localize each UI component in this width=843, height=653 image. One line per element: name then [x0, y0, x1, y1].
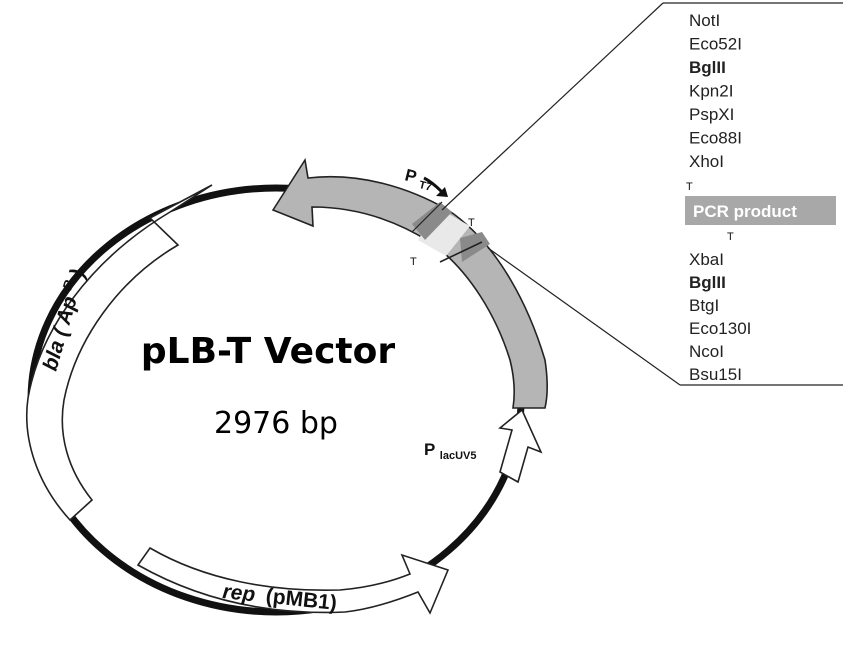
restriction-site-ncoi: NcoI — [689, 342, 724, 361]
t7-promoter-arrow-icon — [423, 176, 444, 194]
upstream-site-list: NotI Eco52I BglII Kpn2I PspXI Eco88I XhoI — [689, 11, 742, 171]
restriction-site-btgi: BtgI — [689, 296, 719, 315]
restriction-site-eco52i: Eco52I — [689, 35, 742, 54]
bla-gene-arrow — [26, 184, 213, 522]
t-overhang-left: T — [410, 256, 417, 268]
lac-promoter-label: P lacUV5 — [424, 440, 476, 462]
t-overhang-right: T — [468, 217, 475, 229]
t7-promoter-arrowhead-icon — [436, 187, 448, 197]
t7-promoter-sub: T7 — [418, 179, 433, 194]
t7-promoter-main: P — [403, 165, 418, 186]
restriction-site-eco130i: Eco130I — [689, 319, 751, 338]
lac-promoter-main: P — [424, 440, 435, 459]
lac-promoter-sub: lacUV5 — [440, 450, 477, 462]
lacuv5-promoter-arrow — [498, 408, 543, 484]
pcr-product-label: PCR product — [693, 202, 797, 221]
restriction-site-bsu15i: Bsu15I — [689, 365, 742, 384]
t7-promoter-label: P T7 — [402, 165, 435, 193]
restriction-site-bglii: BglII — [689, 273, 726, 292]
rep-gene-arrow — [136, 546, 450, 615]
pcr-product-box — [685, 196, 836, 225]
t-overhang-upper: T — [686, 181, 693, 193]
slot-edge-lower — [460, 232, 490, 262]
vector-size: 2976 bp — [214, 406, 338, 441]
restriction-site-kpn2i: Kpn2I — [689, 82, 733, 101]
downstream-site-list: XbaI BglII BtgI Eco130I NcoI Bsu15I — [689, 250, 751, 384]
rep-gene-name: rep — [221, 580, 256, 606]
vector-name: pLB-T Vector — [141, 331, 395, 372]
connector-line-upper — [441, 2, 664, 211]
restriction-site-xbai: XbaI — [689, 250, 724, 269]
restriction-site-xhoi: XhoI — [689, 152, 724, 171]
restriction-site-noti: NotI — [689, 11, 720, 30]
slot-line-right — [439, 241, 483, 263]
restriction-site-pspxi: PspXI — [689, 105, 734, 124]
restriction-site-eco88i: Eco88I — [689, 129, 742, 148]
t-overhang-lower: T — [727, 231, 734, 243]
slot-edge-upper — [412, 202, 452, 240]
slot-line-left — [411, 201, 443, 233]
connector-line-lower — [487, 247, 681, 386]
restriction-site-bglii: BglII — [689, 58, 726, 77]
bla-resistance-sup: R — [59, 278, 76, 292]
